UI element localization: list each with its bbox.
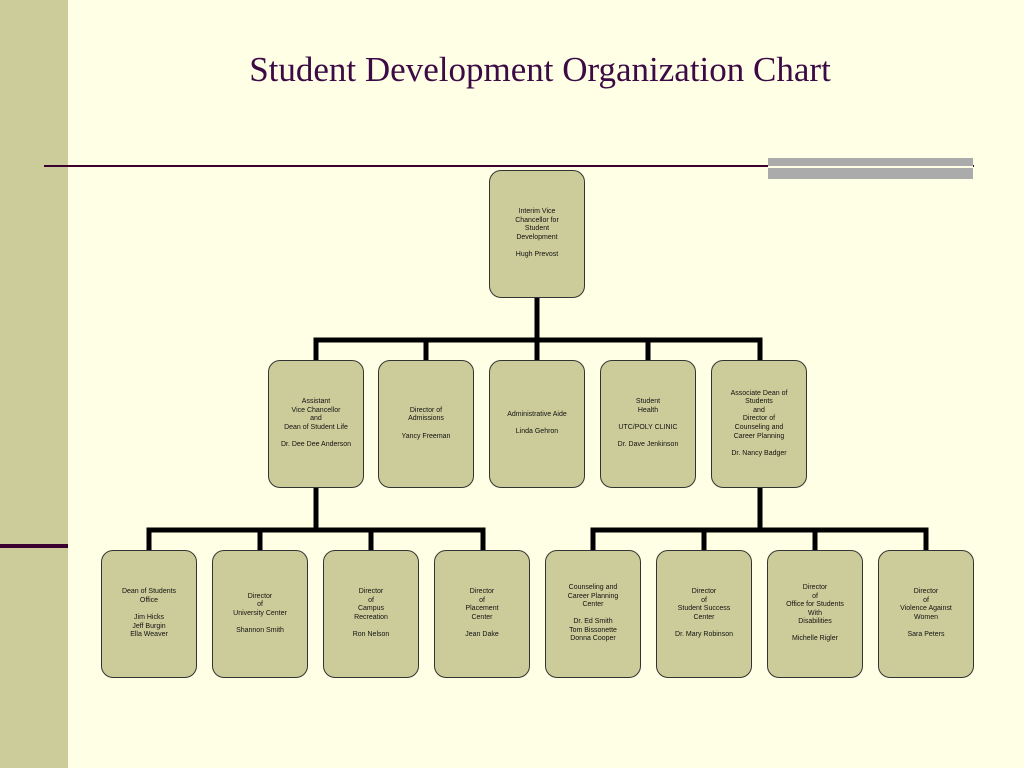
- org-node-text: Director of Campus Recreation Ron Nelson: [352, 588, 390, 639]
- org-node-text: Director of Student Success Center Dr. M…: [675, 588, 733, 639]
- title-divider-accent: [768, 158, 973, 179]
- title-divider-accent-line: [768, 166, 973, 168]
- org-node-text: Associate Dean of Students and Director …: [730, 389, 788, 457]
- org-node-director-university-center: Director of University Center Shannon Sm…: [212, 550, 308, 678]
- org-node-text: Director of Violence Against Women Sara …: [900, 588, 952, 639]
- left-band-rule: [0, 544, 68, 548]
- org-node-associate-dean: Associate Dean of Students and Director …: [711, 360, 807, 488]
- org-node-director-placement-center: Director of Placement Center Jean Dake: [434, 550, 530, 678]
- org-node-text: Director of Placement Center Jean Dake: [465, 588, 499, 639]
- org-node-text: Dean of Students Office Jim Hicks Jeff B…: [121, 588, 177, 639]
- org-node-text: Director of University Center Shannon Sm…: [233, 592, 287, 634]
- org-node-text: Director of Admissions Yancy Freeman: [401, 406, 451, 440]
- org-node-director-disabilities-office: Director of Office for Students With Dis…: [767, 550, 863, 678]
- org-node-assistant-vice-chancellor: Assistant Vice Chancellor and Dean of St…: [268, 360, 364, 488]
- org-node-interim-vice-chancellor: Interim Vice Chancellor for Student Deve…: [489, 170, 585, 298]
- org-node-text: Assistant Vice Chancellor and Dean of St…: [280, 398, 352, 449]
- title-divider: [44, 165, 974, 167]
- org-node-administrative-aide: Administrative Aide Linda Gehron: [489, 360, 585, 488]
- left-decorative-band: [0, 0, 68, 768]
- page-title: Student Development Organization Chart: [249, 50, 831, 89]
- org-node-text: Counseling and Career Planning Center Dr…: [567, 583, 619, 643]
- org-node-text: Administrative Aide Linda Gehron: [507, 411, 567, 436]
- org-node-director-admissions: Director of Admissions Yancy Freeman: [378, 360, 474, 488]
- org-node-text: Student Health UTC/POLY CLINIC Dr. Dave …: [617, 398, 679, 449]
- org-node-counseling-career-center: Counseling and Career Planning Center Dr…: [545, 550, 641, 678]
- org-node-dean-of-students-office: Dean of Students Office Jim Hicks Jeff B…: [101, 550, 197, 678]
- org-node-director-student-success: Director of Student Success Center Dr. M…: [656, 550, 752, 678]
- org-node-director-violence-against-women: Director of Violence Against Women Sara …: [878, 550, 974, 678]
- org-node-student-health: Student Health UTC/POLY CLINIC Dr. Dave …: [600, 360, 696, 488]
- org-node-director-campus-recreation: Director of Campus Recreation Ron Nelson: [323, 550, 419, 678]
- org-node-text: Director of Office for Students With Dis…: [786, 583, 844, 643]
- org-node-text: Interim Vice Chancellor for Student Deve…: [515, 208, 559, 259]
